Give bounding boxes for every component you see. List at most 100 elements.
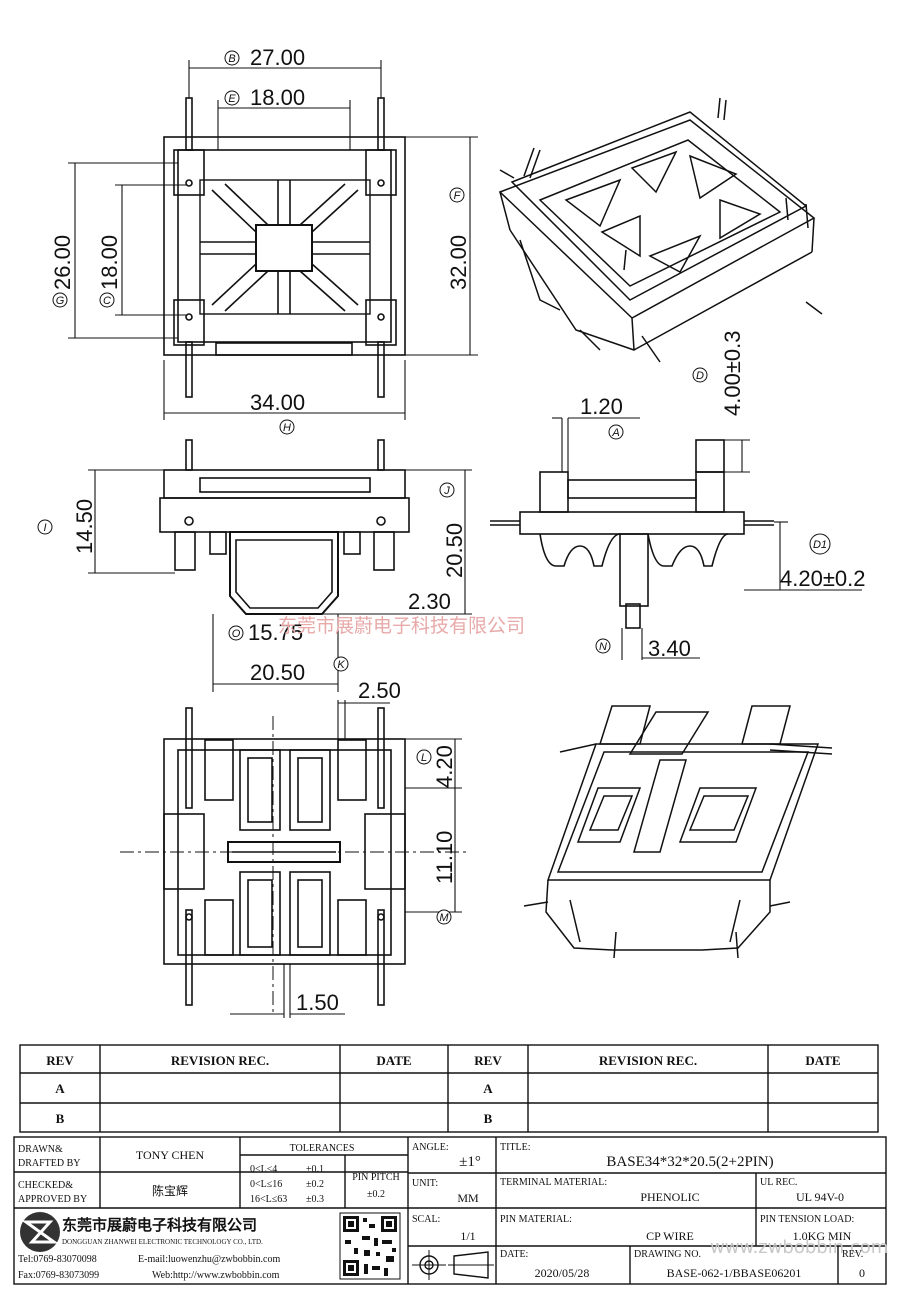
rev-row-a-left: A	[55, 1081, 65, 1096]
unit-value: MM	[457, 1191, 479, 1205]
dim-bottom-pin: 1.50	[296, 990, 339, 1015]
qr-code	[339, 1212, 401, 1280]
scale-label: SCAL:	[412, 1214, 440, 1225]
label-o: O	[232, 628, 241, 640]
company-name-cn: 东莞市展蔚电子科技有限公司	[62, 1216, 257, 1234]
unit-label: UNIT:	[412, 1178, 438, 1189]
dim-pin-thickness: 1.20	[580, 394, 623, 419]
tol-row-3-range: 16<L≤63	[250, 1194, 287, 1205]
rev-row-a-right: A	[483, 1081, 493, 1096]
label-k: K	[337, 659, 345, 671]
dim-bottom-step: 2.50	[358, 678, 401, 703]
tension-label: PIN TENSION LOAD:	[760, 1214, 854, 1225]
dim-pin-offset: 4.20±0.2	[780, 566, 865, 591]
pin-material-label: PIN MATERIAL:	[500, 1214, 572, 1225]
dim-pin-length: 4.00±0.3	[720, 331, 745, 416]
dim-top-inner-width: 18.00	[250, 85, 305, 110]
dim-pin-foot: 3.40	[648, 636, 691, 661]
scale-value: 1/1	[460, 1229, 475, 1243]
title-value: BASE34*32*20.5(2+2PIN)	[606, 1154, 773, 1170]
tol-row-1-range: 0<L≤4	[250, 1164, 277, 1175]
title-label: TITLE:	[500, 1142, 531, 1153]
watermark-url: www.zwbobbin.com	[710, 1237, 888, 1258]
title-block-grid	[13, 1136, 887, 1285]
rev-value: 0	[859, 1266, 865, 1280]
dim-side-height: 14.50	[72, 499, 97, 554]
label-g: G	[56, 295, 65, 307]
tension-value: 1.0KG MIN	[793, 1229, 852, 1243]
tol-row-2-range: 0<L≤16	[250, 1179, 282, 1190]
dim-bottom-width: 34.00	[250, 390, 305, 415]
angle-value: ±1°	[459, 1154, 481, 1170]
label-l: L	[421, 752, 427, 764]
dim-side-right-height: 20.50	[442, 523, 467, 578]
checked-label-1: CHECKED&	[18, 1180, 73, 1191]
isometric-bottom	[523, 705, 833, 959]
tol-row-1-value: ±0.1	[306, 1164, 324, 1175]
label-b: B	[228, 53, 235, 65]
top-view	[68, 60, 478, 420]
company-email: E-mail:luowenzhu@zwbobbin.com	[138, 1254, 280, 1265]
dim-left-height: 26.00	[50, 235, 75, 290]
label-a: A	[611, 427, 619, 439]
rev-header-rec-1: REVISION REC.	[171, 1053, 269, 1068]
rev-row-b-left: B	[56, 1111, 65, 1126]
tol-row-3-value: ±0.3	[306, 1194, 324, 1205]
label-h: H	[283, 422, 291, 434]
drawing-no-value: BASE-062-1/BBASE06201	[667, 1266, 802, 1280]
side-view	[88, 439, 472, 692]
label-c: C	[103, 295, 111, 307]
checked-value: 陈宝辉	[152, 1183, 188, 1198]
rev-header-date-2: DATE	[805, 1053, 840, 1068]
label-m: M	[439, 912, 449, 924]
label-e: E	[228, 93, 236, 105]
angle-label: ANGLE:	[412, 1142, 449, 1153]
terminal-label: TERMINAL MATERIAL:	[500, 1177, 607, 1188]
label-d: D	[696, 370, 704, 382]
date-value: 2020/05/28	[535, 1266, 590, 1280]
company-fax: Fax:0769-83073099	[18, 1270, 99, 1281]
rev-row-b-right: B	[484, 1111, 493, 1126]
label-d1: D1	[813, 539, 827, 551]
dim-side-bottom-width: 20.50	[250, 660, 305, 685]
rev-header-rev-1: REV	[46, 1053, 74, 1068]
drawn-value: TONY CHEN	[136, 1148, 205, 1162]
pin-material-value: CP WIRE	[646, 1229, 694, 1243]
isometric-top	[498, 97, 823, 363]
rev-header-date-1: DATE	[376, 1053, 411, 1068]
label-i: I	[43, 522, 46, 534]
rev-label: REV.	[842, 1249, 863, 1260]
dim-left-inner-height: 18.00	[97, 235, 122, 290]
company-name-en: DONGGUAN ZHANWEI ELECTRONIC TECHNOLOGY C…	[62, 1238, 263, 1246]
rev-header-rec-2: REVISION REC.	[599, 1053, 697, 1068]
label-j: J	[443, 485, 450, 497]
bottom-view	[120, 700, 470, 1018]
drawing-no-label: DRAWING NO.	[634, 1249, 701, 1260]
drawn-label-2: DRAFTED BY	[18, 1158, 81, 1169]
drawn-label-1: DRAWN&	[18, 1144, 63, 1155]
label-n: N	[599, 641, 607, 653]
pin-pitch-value: ±0.2	[367, 1189, 385, 1200]
company-web: Web:http://www.zwbobbin.com	[152, 1270, 280, 1281]
tolerances-label: TOLERANCES	[290, 1143, 355, 1154]
dim-top-width: 27.00	[250, 45, 305, 70]
label-f: F	[454, 190, 462, 202]
terminal-value: PHENOLIC	[640, 1190, 699, 1204]
company-tel: Tel:0769-83070098	[18, 1254, 97, 1265]
pin-detail-view	[490, 417, 862, 660]
dim-right-height: 32.00	[446, 235, 471, 290]
dim-bottom-l: 4.20	[432, 745, 457, 788]
pin-pitch-label: PIN PITCH	[352, 1172, 400, 1183]
rev-header-rev-2: REV	[474, 1053, 502, 1068]
tol-row-2-value: ±0.2	[306, 1179, 324, 1190]
ul-value: UL 94V-0	[796, 1190, 844, 1204]
dim-side-step: 2.30	[408, 589, 451, 614]
company-logo	[20, 1212, 60, 1252]
revision-table-grid	[19, 1044, 879, 1133]
checked-label-2: APPROVED BY	[18, 1194, 87, 1205]
dim-side-diameter: 15.75	[248, 620, 303, 645]
watermark-text: 东莞市展蔚电子科技有限公司	[278, 615, 525, 637]
date-label: DATE:	[500, 1249, 528, 1260]
dim-bottom-m: 11.10	[432, 831, 457, 884]
